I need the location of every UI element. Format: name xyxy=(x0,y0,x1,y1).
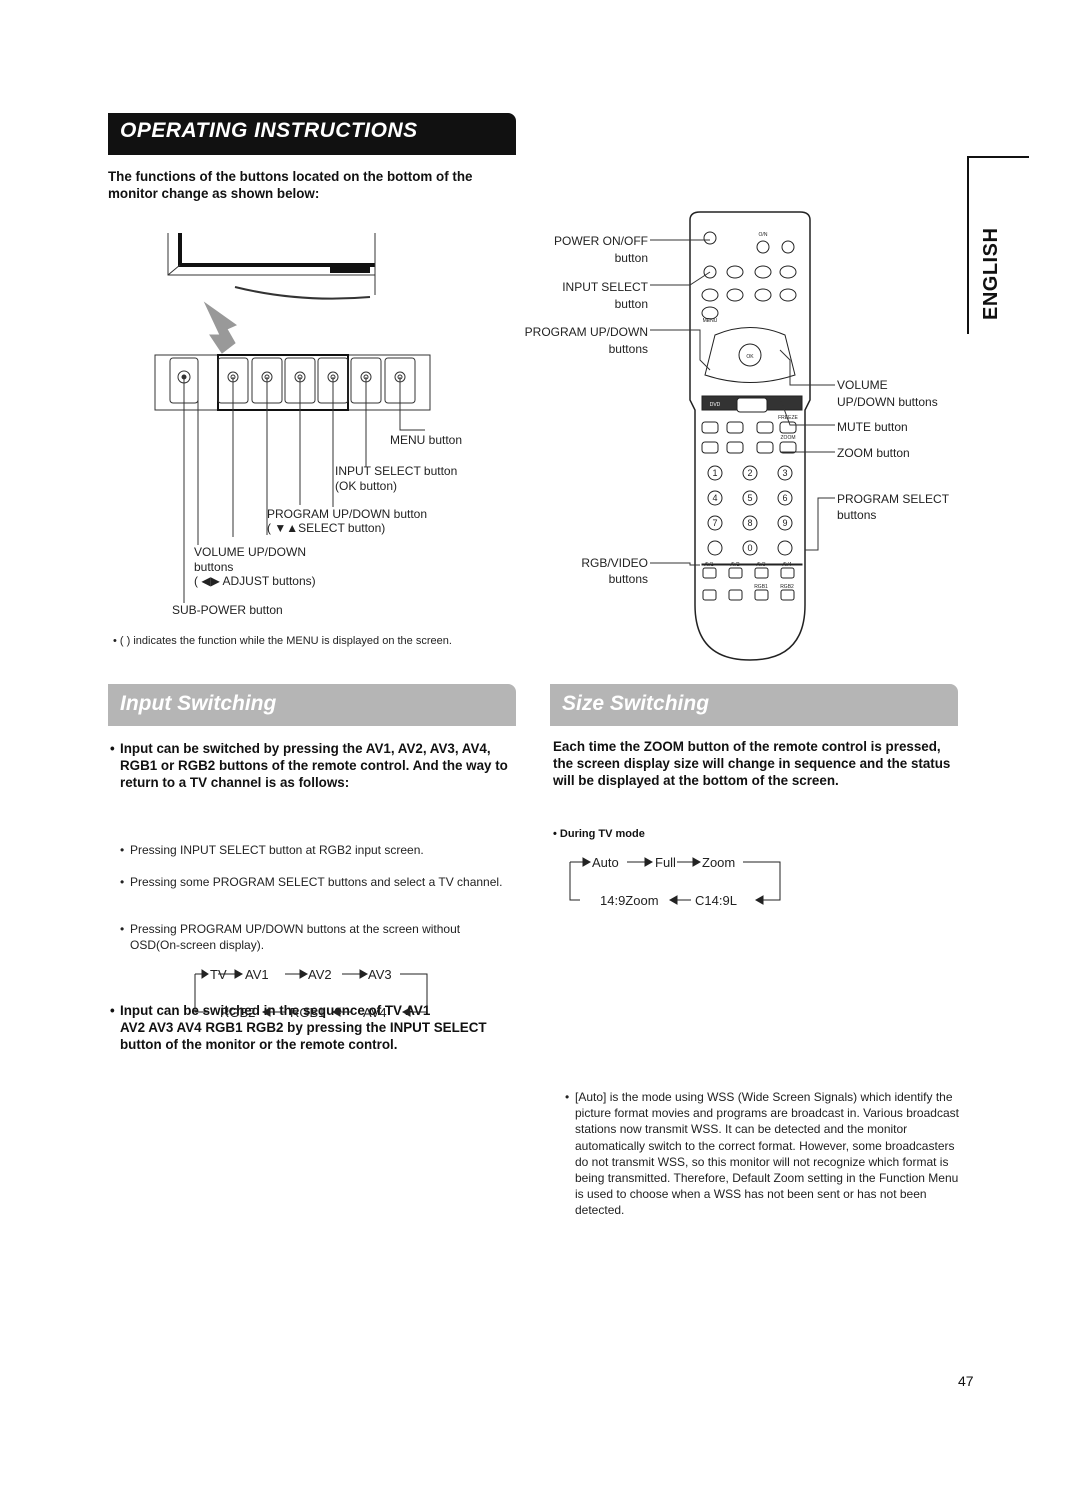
input-bullet-1: Input can be switched by pressing the AV… xyxy=(110,740,520,791)
zoom-flow-149zoom: 14:9Zoom xyxy=(600,893,659,908)
section-header-input: Input Switching xyxy=(108,684,516,726)
size-paragraph: Each time the ZOOM button of the remote … xyxy=(553,739,951,788)
label-program-select-buttons: buttons xyxy=(837,508,877,522)
label-volume-buttons: buttons xyxy=(194,560,234,574)
label-remote-input-button: button xyxy=(614,297,648,311)
monitor-diagram xyxy=(154,233,431,603)
label-power-button: button xyxy=(614,251,648,265)
zoom-flow-diagram: Auto Full Zoom 14:9Zoom C14:9L xyxy=(569,855,781,908)
language-tab xyxy=(967,156,1029,334)
remote-rgb1-label: RGB1 xyxy=(754,584,768,590)
label-select: ( ▼▲SELECT button) xyxy=(267,521,386,535)
tv-mode-text: During TV mode xyxy=(559,828,645,840)
size-switching-title: Size Switching xyxy=(562,692,710,715)
remote-key-1: 1 xyxy=(712,468,717,478)
remote-key-9: 9 xyxy=(782,518,787,528)
label-power: POWER ON/OFF xyxy=(554,234,648,248)
remote-av3-label: AV3 xyxy=(756,562,765,568)
input-sub-1: Pressing INPUT SELECT button at RGB2 inp… xyxy=(120,843,510,859)
flow-av4: AV4 xyxy=(363,1005,387,1020)
label-mute: MUTE button xyxy=(837,420,908,434)
down-up-arrow-icon: ▼▲ xyxy=(274,521,299,535)
menu-note: • ( ) indicates the function while the M… xyxy=(113,635,452,647)
select-text: SELECT button) xyxy=(298,521,386,535)
input-sub-2: Pressing some PROGRAM SELECT buttons and… xyxy=(120,875,510,891)
input-bullet-2: Input can be switched in the sequence of… xyxy=(110,1002,520,1053)
page-number: 47 xyxy=(958,1373,974,1389)
label-volume-remote: VOLUME xyxy=(837,378,888,392)
remote-ok-label: OK xyxy=(746,354,754,360)
input-bullet-2a: Input can be switched in the sequence of… xyxy=(120,1003,431,1018)
label-volume: VOLUME UP/DOWN xyxy=(194,545,307,559)
remote-av2-label: AV2 xyxy=(730,562,739,568)
page-title: OPERATING INSTRUCTIONS xyxy=(120,119,418,142)
label-zoom: ZOOM button xyxy=(837,446,910,460)
flow-av2: AV2 xyxy=(308,967,332,982)
language-label: ENGLISH xyxy=(980,227,1002,320)
left-right-arrow-icon: ◀▶ xyxy=(201,574,220,588)
remote-zoom-label: ZOOM xyxy=(781,435,796,441)
label-remote-program: PROGRAM UP/DOWN xyxy=(524,325,648,339)
remote-leader-lines xyxy=(650,239,835,566)
remote-key-7: 7 xyxy=(712,518,717,528)
adjust-text: ADJUST buttons) xyxy=(222,574,316,588)
remote-key-6: 6 xyxy=(782,493,787,503)
tv-mode-label: • During TV mode xyxy=(553,828,645,840)
auto-note: [Auto] is the mode using WSS (Wide Scree… xyxy=(565,1089,970,1219)
input-bullet-2b: AV2 AV3 AV4 RGB1 RGB2 by pressing the IN… xyxy=(120,1020,487,1052)
remote-key-8: 8 xyxy=(747,518,752,528)
flow-av3: AV3 xyxy=(368,967,392,982)
section-header-operating: OPERATING INSTRUCTIONS xyxy=(108,113,516,155)
remote-freeze-label: FREEZE xyxy=(778,415,798,421)
label-rgb-video-buttons: buttons xyxy=(608,572,648,586)
input-flow-diagram: TV AV1 AV2 AV3 RGB2 RGB1 AV4 xyxy=(194,967,428,1020)
flow-rgb2: RGB2 xyxy=(220,1005,255,1020)
zoom-flow-full: Full xyxy=(655,855,676,870)
remote-key-2: 2 xyxy=(747,468,752,478)
input-sub-3: Pressing PROGRAM UP/DOWN buttons at the … xyxy=(120,922,510,953)
input-switching-title: Input Switching xyxy=(120,692,277,715)
zoom-flow-auto: Auto xyxy=(592,855,619,870)
remote-onoff-label: O/N xyxy=(759,232,768,238)
label-ok: (OK button) xyxy=(335,479,398,493)
zoom-flow-zoom: Zoom xyxy=(702,855,735,870)
label-menu-button: MENU button xyxy=(390,433,463,447)
label-input-select: INPUT SELECT button xyxy=(335,464,458,478)
label-rgb-video: RGB/VIDEO xyxy=(581,556,648,570)
remote-key-3: 3 xyxy=(782,468,787,478)
section-header-size: Size Switching xyxy=(550,684,958,726)
intro-text: The functions of the buttons located on … xyxy=(108,169,473,201)
label-subpower: SUB-POWER button xyxy=(172,603,283,617)
label-remote-input: INPUT SELECT xyxy=(562,280,648,294)
remote-av1-label: AV1 xyxy=(704,562,713,568)
flow-tv: TV xyxy=(210,967,227,982)
remote-rgb2-label: RGB2 xyxy=(780,584,794,590)
flow-rgb1: RGB1 xyxy=(290,1005,325,1020)
remote-menu-label: MENU xyxy=(703,318,718,324)
remote-control-diagram: 1 2 3 4 5 6 7 8 9 0 O/N OK DVD MENU FREE… xyxy=(689,211,811,661)
remote-key-0: 0 xyxy=(747,543,752,553)
menu-note-text: ( ) indicates the function while the MEN… xyxy=(119,635,452,647)
remote-av4-label: AV4 xyxy=(782,562,791,568)
label-program-select: PROGRAM SELECT xyxy=(837,492,950,506)
remote-key-5: 5 xyxy=(747,493,752,503)
label-adjust: ( ◀▶ ADJUST buttons) xyxy=(194,574,316,588)
label-remote-program-buttons: buttons xyxy=(608,342,648,356)
zoom-flow-c149l: C14:9L xyxy=(695,893,737,908)
flow-av1: AV1 xyxy=(245,967,269,982)
label-program-updown: PROGRAM UP/DOWN button xyxy=(267,507,428,521)
label-volume-remote-buttons: UP/DOWN buttons xyxy=(837,395,938,409)
remote-dvd-label: DVD xyxy=(710,402,721,408)
remote-key-4: 4 xyxy=(712,493,717,503)
